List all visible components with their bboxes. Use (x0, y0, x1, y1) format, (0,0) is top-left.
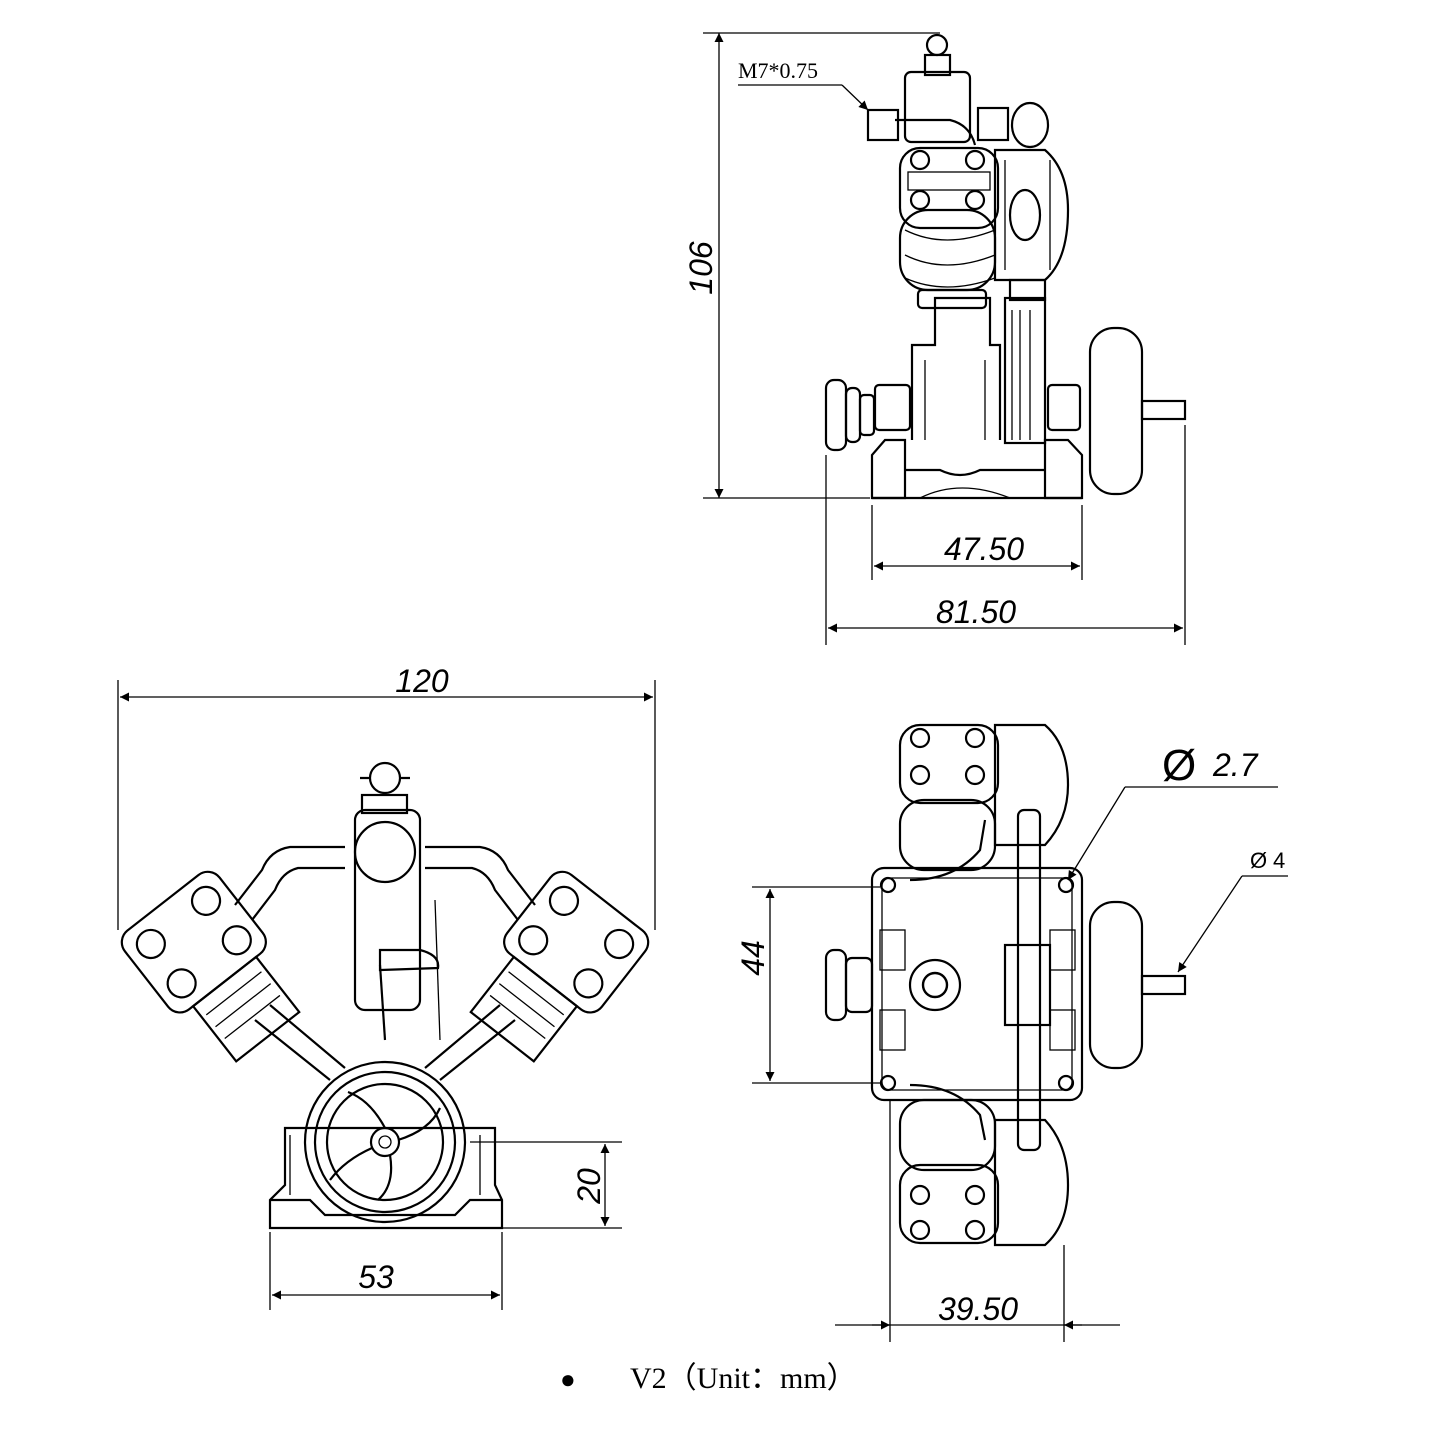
caption: ● V2（Unit：mm） (560, 1362, 857, 1395)
dim-base-39-50: 39.50 (938, 1291, 1018, 1327)
dim-height-106: 106 (683, 241, 719, 295)
dim-base-height-20: 20 (571, 1168, 607, 1205)
front-view-dimensions: 120 20 53 (117, 663, 656, 1310)
dim-shaft-4: 4 (1273, 848, 1285, 873)
dim-mount-44: 44 (735, 940, 771, 976)
dim-overall-81-50: 81.50 (936, 594, 1016, 630)
caption-text: V2（Unit：mm） (630, 1362, 857, 1395)
side-view (824, 33, 1187, 500)
top-view-dimensions: 44 Ø 2.7 Ø 4 39.50 (735, 741, 1288, 1342)
thread-note: M7*0.75 (738, 58, 818, 83)
side-view-dimensions: 106 M7*0.75 47.50 81.50 (683, 32, 1186, 645)
caption-bullet: ● (560, 1365, 576, 1394)
dim-overall-120: 120 (395, 663, 449, 699)
diameter-symbol-4: Ø (1250, 848, 1267, 873)
diameter-symbol-2-7: Ø (1162, 741, 1196, 790)
dim-base-47-50: 47.50 (944, 531, 1024, 567)
top-view (824, 723, 1187, 1247)
dim-hole-2-7: 2.7 (1212, 747, 1259, 783)
front-view (120, 761, 650, 1230)
dim-base-53: 53 (358, 1259, 394, 1295)
